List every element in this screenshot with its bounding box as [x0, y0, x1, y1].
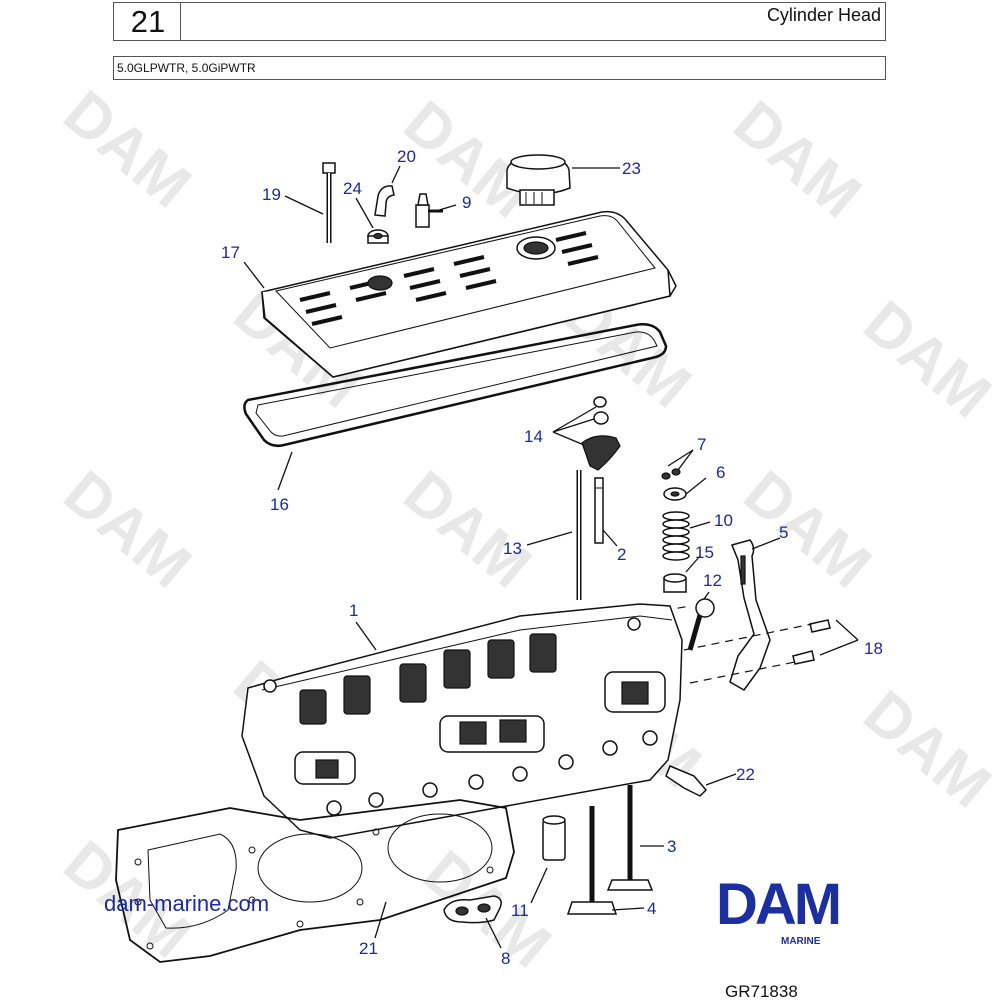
callout-20: 20: [397, 147, 416, 166]
elbow-fitting: [374, 185, 395, 217]
valve-spring: [662, 511, 690, 561]
intake-valve: [566, 806, 618, 915]
head-gasket-holes: [134, 828, 494, 950]
bracket-bolts: [792, 619, 831, 665]
temperature-sensor: [665, 765, 708, 797]
page-number: 21: [130, 4, 166, 39]
dam-marine-logo: DAM MARINE: [716, 872, 842, 947]
callout-8: 8: [501, 949, 510, 968]
leader-lines: [243, 165, 859, 949]
cover-fins: [299, 231, 599, 326]
cover-bolt: [322, 162, 336, 243]
valve-cover-gasket: [243, 323, 668, 448]
callout-13: 13: [503, 539, 522, 558]
callout-22: 22: [736, 765, 755, 784]
model-box: 5.0GLPWTR, 5.0GiPWTR: [113, 56, 886, 80]
watermark: DAM: [51, 458, 204, 602]
rocker-stud: [687, 598, 715, 651]
exhaust-valve: [606, 785, 654, 891]
callout-5: 5: [779, 523, 788, 542]
callout-12: 12: [703, 571, 722, 590]
callout-1: 1: [349, 601, 358, 620]
watermark: DAM: [51, 78, 204, 222]
head-valve-springs: [299, 633, 557, 725]
callout-23: 23: [622, 159, 641, 178]
callout-14: 14: [524, 427, 543, 446]
callout-4: 4: [647, 899, 656, 918]
grommet: [367, 229, 389, 244]
callout-2: 2: [617, 545, 626, 564]
watermark-layer: DAM DAM DAM DAM DAM DAM DAM DAM DAM DAM …: [51, 78, 1000, 982]
cylinder-head: [241, 603, 683, 839]
oil-filler-cap: [506, 154, 571, 206]
callout-17: 17: [221, 243, 240, 262]
valve-keepers: [661, 468, 681, 480]
callout-3: 3: [667, 837, 676, 856]
callout-11: 11: [511, 901, 529, 920]
callout-labels: 1 2 3 4 5 6 7 8 9 10 11 12 13 14 15 16 1…: [221, 147, 883, 968]
hydraulic-lifter: [542, 815, 566, 861]
callout-21: 21: [359, 939, 378, 958]
callout-24: 24: [343, 179, 362, 198]
head-bolt-holes: [263, 617, 658, 816]
head-ports: [294, 671, 666, 785]
lifting-bracket: [729, 539, 771, 691]
callout-19: 19: [262, 185, 281, 204]
callout-16: 16: [270, 495, 289, 514]
page-number-box: 21: [113, 2, 181, 41]
pushrod-guide: [594, 477, 604, 544]
rocker-arm-assembly: [581, 396, 621, 471]
callout-18: 18: [864, 639, 883, 658]
callout-6: 6: [716, 463, 725, 482]
engine-models: 5.0GLPWTR, 5.0GiPWTR: [117, 61, 256, 75]
pcv-valve: [415, 193, 443, 228]
valve-stem-seal: [663, 573, 687, 593]
page-title: Cylinder Head: [766, 5, 881, 25]
callout-9: 9: [462, 193, 471, 212]
callout-15: 15: [695, 543, 714, 562]
watermark: DAM: [851, 678, 1000, 822]
callout-7: 7: [697, 435, 706, 454]
watermark: DAM: [721, 88, 874, 232]
logo-subtitle: MARINE: [781, 936, 821, 947]
watermark: DAM: [391, 458, 544, 602]
figure-id: GR71838: [725, 982, 798, 1001]
watermark: DAM: [851, 288, 1000, 432]
small-gasket: [443, 895, 502, 924]
head-gasket: [115, 799, 515, 963]
logo-wordmark: DAM: [716, 872, 839, 937]
title-box: Cylinder Head: [180, 2, 886, 41]
website-link[interactable]: dam-marine.com: [104, 891, 270, 916]
callout-10: 10: [714, 511, 733, 530]
valve-cover: [261, 210, 677, 378]
valve-spring-retainer: [663, 487, 687, 501]
